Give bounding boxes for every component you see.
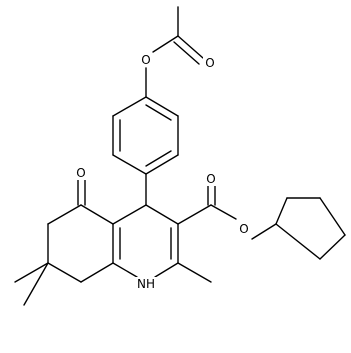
acetyl-group xyxy=(145,6,204,98)
bond-c2-methyl xyxy=(177,262,212,283)
bond-cp-5 xyxy=(275,223,321,260)
cyclohexenone-ring xyxy=(47,179,114,283)
atom-nh: NH xyxy=(137,277,155,291)
bond-c7-methyl-b xyxy=(23,262,49,306)
bond-carboxyl-o-ester xyxy=(210,204,237,220)
atom-o-ester-aryl: O xyxy=(141,53,150,67)
bond-c5-c6 xyxy=(47,204,82,225)
bond-o-cyclopentyl xyxy=(251,223,277,240)
dihydropyridine-ring xyxy=(112,204,179,278)
cyclopentyl-ring xyxy=(275,197,346,260)
atom-labels: O O O O O NH xyxy=(74,53,251,291)
bond-phenyl-4 xyxy=(112,154,147,175)
phenyl-ring xyxy=(112,96,179,175)
bond-phenyl-6 xyxy=(112,96,147,117)
atom-o-carboxyl-carbonyl: O xyxy=(206,172,215,186)
atom-o-ketone: O xyxy=(76,166,85,180)
bond-c8-c8a xyxy=(80,262,114,283)
bond-cp-3 xyxy=(319,197,346,236)
bond-c2-n1 xyxy=(154,262,179,278)
bond-c4-c4a xyxy=(112,204,147,225)
bond-phenyl-inner-2 xyxy=(145,150,172,167)
bond-c3-carboxyl xyxy=(177,204,212,225)
bond-phenyl-1 xyxy=(145,96,179,117)
ester-group xyxy=(177,185,277,240)
bond-n1-c8a xyxy=(112,262,138,278)
atom-o-ester-cyclopentyl: O xyxy=(239,222,248,236)
bond-carbonyl-o-double-a xyxy=(177,35,204,59)
bond-c7-methyl-a xyxy=(14,262,49,283)
bond-carbonyl-o-ester xyxy=(152,35,179,53)
atom-o-acetyl-carbonyl: O xyxy=(205,56,214,70)
bond-cp-4 xyxy=(319,234,346,260)
bond-c7-c8 xyxy=(47,262,82,283)
bond-carbonyl-o-double-b xyxy=(173,41,200,65)
bond-phenyl-inner-1 xyxy=(145,104,172,121)
bond-c4a-c5 xyxy=(80,204,114,225)
bond-phenyl-3 xyxy=(145,154,179,175)
bond-cp-1 xyxy=(275,197,288,225)
bond-c4-c3 xyxy=(145,204,179,225)
